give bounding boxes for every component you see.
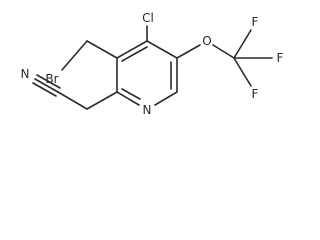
atom-label-br: Br xyxy=(45,72,58,86)
bond-cf3-f-top xyxy=(233,29,252,59)
atom-label-f-right: F xyxy=(277,51,284,65)
atom-label-n-nitrile: N xyxy=(21,67,30,81)
atom-labels: Cl Br O N N F F F xyxy=(21,11,284,117)
atom-label-o: O xyxy=(202,34,211,48)
atom-label-cl: Cl xyxy=(142,11,154,25)
bond-triple-3 xyxy=(32,82,57,97)
bond-o-cf3 xyxy=(212,44,235,59)
ring-bond-n-c2 xyxy=(116,91,140,106)
bond-c5-o xyxy=(176,44,201,59)
bond-triple-1 xyxy=(34,78,59,93)
ring-bond-c3-c4 xyxy=(116,40,148,59)
ring-bond-c3-c4-inner xyxy=(121,46,148,62)
bond-lines xyxy=(32,25,273,110)
ring-bond-c6-n xyxy=(154,91,178,106)
bond-ch2-br xyxy=(61,40,88,71)
bond-triple-2 xyxy=(36,74,61,89)
atom-label-n-ring: N xyxy=(143,103,152,117)
bond-c2-ch2cn xyxy=(86,91,118,110)
atom-label-f-bottom: F xyxy=(252,87,259,101)
chemical-structure-diagram: Cl Br O N N F F F xyxy=(21,11,284,117)
bond-ch2-cnitrile xyxy=(57,91,88,110)
ring-bond-c4-c5 xyxy=(146,40,178,59)
ring-bond-n-c2-inner xyxy=(121,88,141,100)
atom-label-f-top: F xyxy=(252,15,259,29)
bond-c3-ch2br xyxy=(86,40,118,59)
bond-cf3-f-bottom xyxy=(233,57,252,87)
